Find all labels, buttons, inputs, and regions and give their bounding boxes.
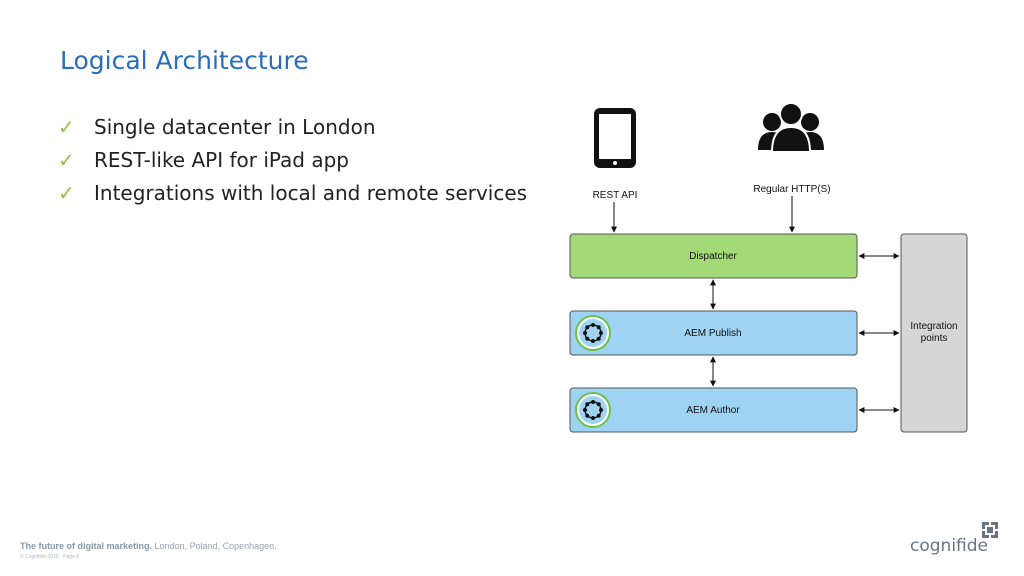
checkmark-icon: ✓ (58, 180, 75, 205)
bullet-list: ✓ Single datacenter in London ✓ REST-like … (58, 110, 527, 209)
rest-api-label: REST API (593, 190, 638, 201)
dispatcher-label: Dispatcher (689, 251, 737, 262)
footer-tagline: The future of digital marketing. London,… (20, 541, 277, 551)
bullet-item: ✓ Single datacenter in London (58, 110, 527, 143)
aem-icon (575, 392, 611, 428)
tablet-icon (594, 108, 636, 168)
aem-icon (575, 315, 611, 351)
bullet-text: Single datacenter in London (94, 114, 376, 139)
bullet-text: REST-like API for iPad app (94, 147, 349, 172)
integration-points-box (900, 233, 968, 433)
users-icon (758, 102, 824, 153)
footer-tagline-locations: London, Poland, Copenhagen. (154, 541, 277, 551)
aem-author-box (569, 387, 858, 433)
cognifide-logo-text: cognifide (910, 536, 988, 556)
aem-author-label: AEM Author (686, 405, 740, 416)
bullet-text: Integrations with local and remote servi… (94, 180, 528, 205)
cognifide-logo: cognifide (910, 522, 1010, 562)
checkmark-icon: ✓ (58, 114, 75, 139)
cognifide-logo-icon (982, 522, 998, 538)
aem-publish-box (569, 310, 858, 356)
checkmark-icon: ✓ (58, 147, 75, 172)
integration-label-line1: Integration (910, 321, 957, 332)
regular-http-label: Regular HTTP(S) (753, 184, 830, 195)
bullet-item: ✓ REST-like API for iPad app (58, 143, 527, 176)
dispatcher-box (569, 233, 858, 279)
slide-title: Logical Architecture (60, 46, 309, 75)
footer-tagline-bold: The future of digital marketing. (20, 541, 153, 551)
integration-label-line2: points (921, 333, 948, 344)
aem-publish-label: AEM Publish (684, 328, 741, 339)
footer-copyright: © Cognifide 2015 · Page 8 (20, 554, 80, 560)
bullet-item: ✓ Integrations with local and remote serv… (58, 176, 527, 209)
